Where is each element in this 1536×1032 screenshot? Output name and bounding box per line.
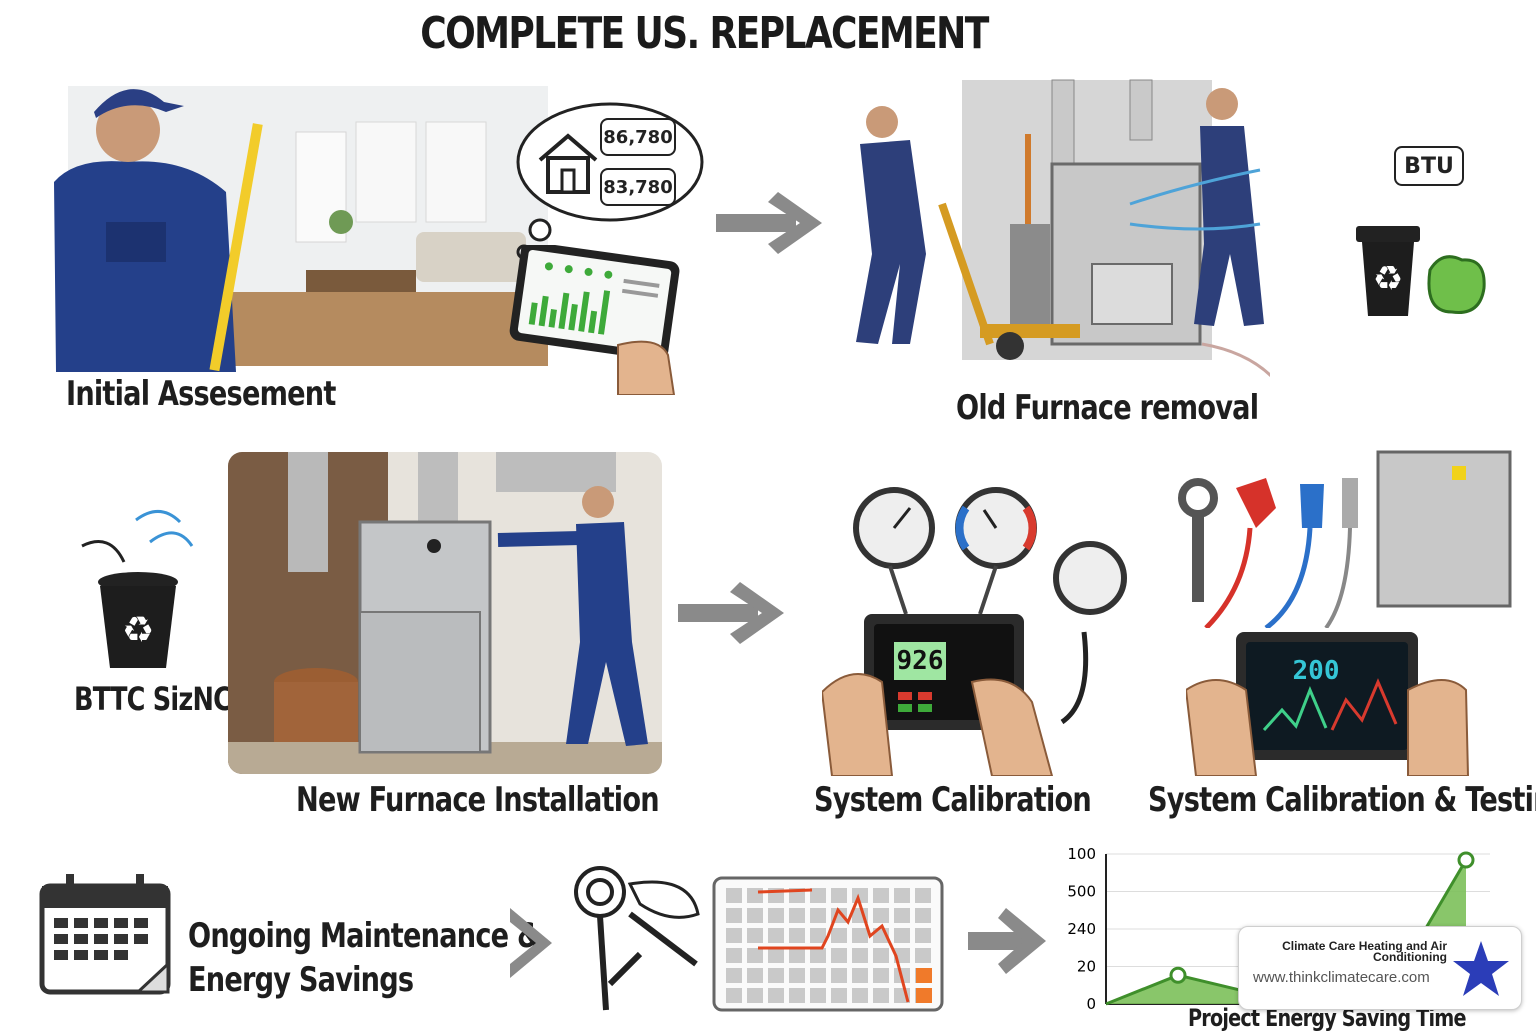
grid-cell [894,928,910,943]
data-point [1457,851,1475,869]
highlight-cell [916,968,932,983]
highlight-cell [916,988,932,1003]
grid-cell [915,948,931,963]
initial-assessment-scene [36,62,556,372]
recycle-bin-icon: ♻ [80,502,210,674]
furnace-removal-scene [830,74,1288,404]
grid-cell [873,988,889,1003]
arrow-right-icon [676,578,788,650]
y-tick-label: 0 [1086,995,1096,1013]
grid-cell [726,888,742,903]
bubble-value-1: 86,780 [600,118,676,156]
new-furnace-installation-scene [228,452,662,774]
grid-cell [726,948,742,963]
star-icon [1451,939,1511,999]
grid-cell [873,948,889,963]
grid-cell [789,968,805,983]
grid-cell [726,908,742,923]
tools-icon [570,864,710,1016]
y-tick-label: 20 [1077,958,1096,976]
caption-maintenance-line2: Energy Savings [188,960,414,1000]
grid-cell [747,968,763,983]
grid-cell [768,928,784,943]
grid-cell [831,968,847,983]
svg-text:♻: ♻ [1373,259,1403,299]
y-tick-label: 100 [1067,845,1096,863]
gauge-icon [850,486,1130,616]
recycle-label: BTTC SizNC [74,680,232,718]
arrow-right-icon [714,188,826,260]
grid-cell [873,888,889,903]
gauge-readout: 926 [896,646,944,676]
grid-cell [726,928,742,943]
grid-cell [852,928,868,943]
data-point [1169,966,1187,984]
caption-initial-assessment: Initial Assesement [66,374,336,414]
caption-furnace-removal: Old Furnace removal [956,388,1259,428]
caption-system-calibration: System Calibration [814,780,1092,820]
tablet-icon [1184,630,1472,777]
house-icon [536,130,600,196]
grid-cell [747,928,763,943]
grid-cell [852,948,868,963]
tablet-icon [508,241,680,396]
grid-cell [747,988,763,1003]
bubble-value-2: 83,780 [600,168,676,206]
grid-cell [810,908,826,923]
grid-cell [915,928,931,943]
y-tick-label: 500 [1067,883,1096,901]
grid-cell [894,908,910,923]
grid-cell [726,968,742,983]
company-url[interactable]: www.thinkclimatecare.com [1253,969,1430,986]
arrow-right-icon [966,904,1048,978]
chevron-right-icon [506,904,556,982]
grid-cell [789,948,805,963]
grid-cell [747,908,763,923]
grid-cell [726,988,742,1003]
grid-cell [810,948,826,963]
grid-cell [894,888,910,903]
caption-system-calibration-testing: System Calibration & Testing [1148,780,1536,820]
grid-cell [789,988,805,1003]
grid-cell [810,968,826,983]
grid-cell [873,968,889,983]
grid-cell [831,888,847,903]
grid-cell [747,888,763,903]
caption-new-furnace-installation: New Furnace Installation [296,780,660,820]
tablet-readout: 200 [1292,656,1340,686]
grid-cell [915,888,931,903]
maintenance-schedule-grid [712,876,944,1012]
grid-cell [768,988,784,1003]
grid-cell [831,948,847,963]
grid-cell [873,908,889,923]
svg-text:♻: ♻ [122,610,154,651]
tools-icon [1176,448,1516,630]
grid-cell [831,988,847,1003]
grid-cell [831,928,847,943]
grid-cell [852,988,868,1003]
grid-cell [768,948,784,963]
grid-cell [810,928,826,943]
trend-line [757,888,910,1003]
y-tick-label: 240 [1067,920,1096,938]
caption-maintenance-line1: Ongoing Maintenance & [188,916,541,956]
grid-cell [915,908,931,923]
recycle-bin-icon: ♻ [1352,200,1492,324]
btu-tag: BTU [1394,146,1464,186]
grid-cell [789,908,805,923]
calendar-icon [38,872,174,998]
grid-cell [810,988,826,1003]
grid-cell [789,928,805,943]
grid-cell [768,908,784,923]
page-title: COMPLETE US. REPLACEMENT [420,8,989,59]
company-name: Climate Care Heating and Air Conditionin… [1282,939,1447,964]
calibration-device [820,612,1122,777]
company-watermark[interactable]: Climate Care Heating and Air Conditionin… [1238,926,1522,1010]
grid-cell [747,948,763,963]
grid-cell [810,888,826,903]
grid-cell [768,968,784,983]
grid-cell [852,968,868,983]
